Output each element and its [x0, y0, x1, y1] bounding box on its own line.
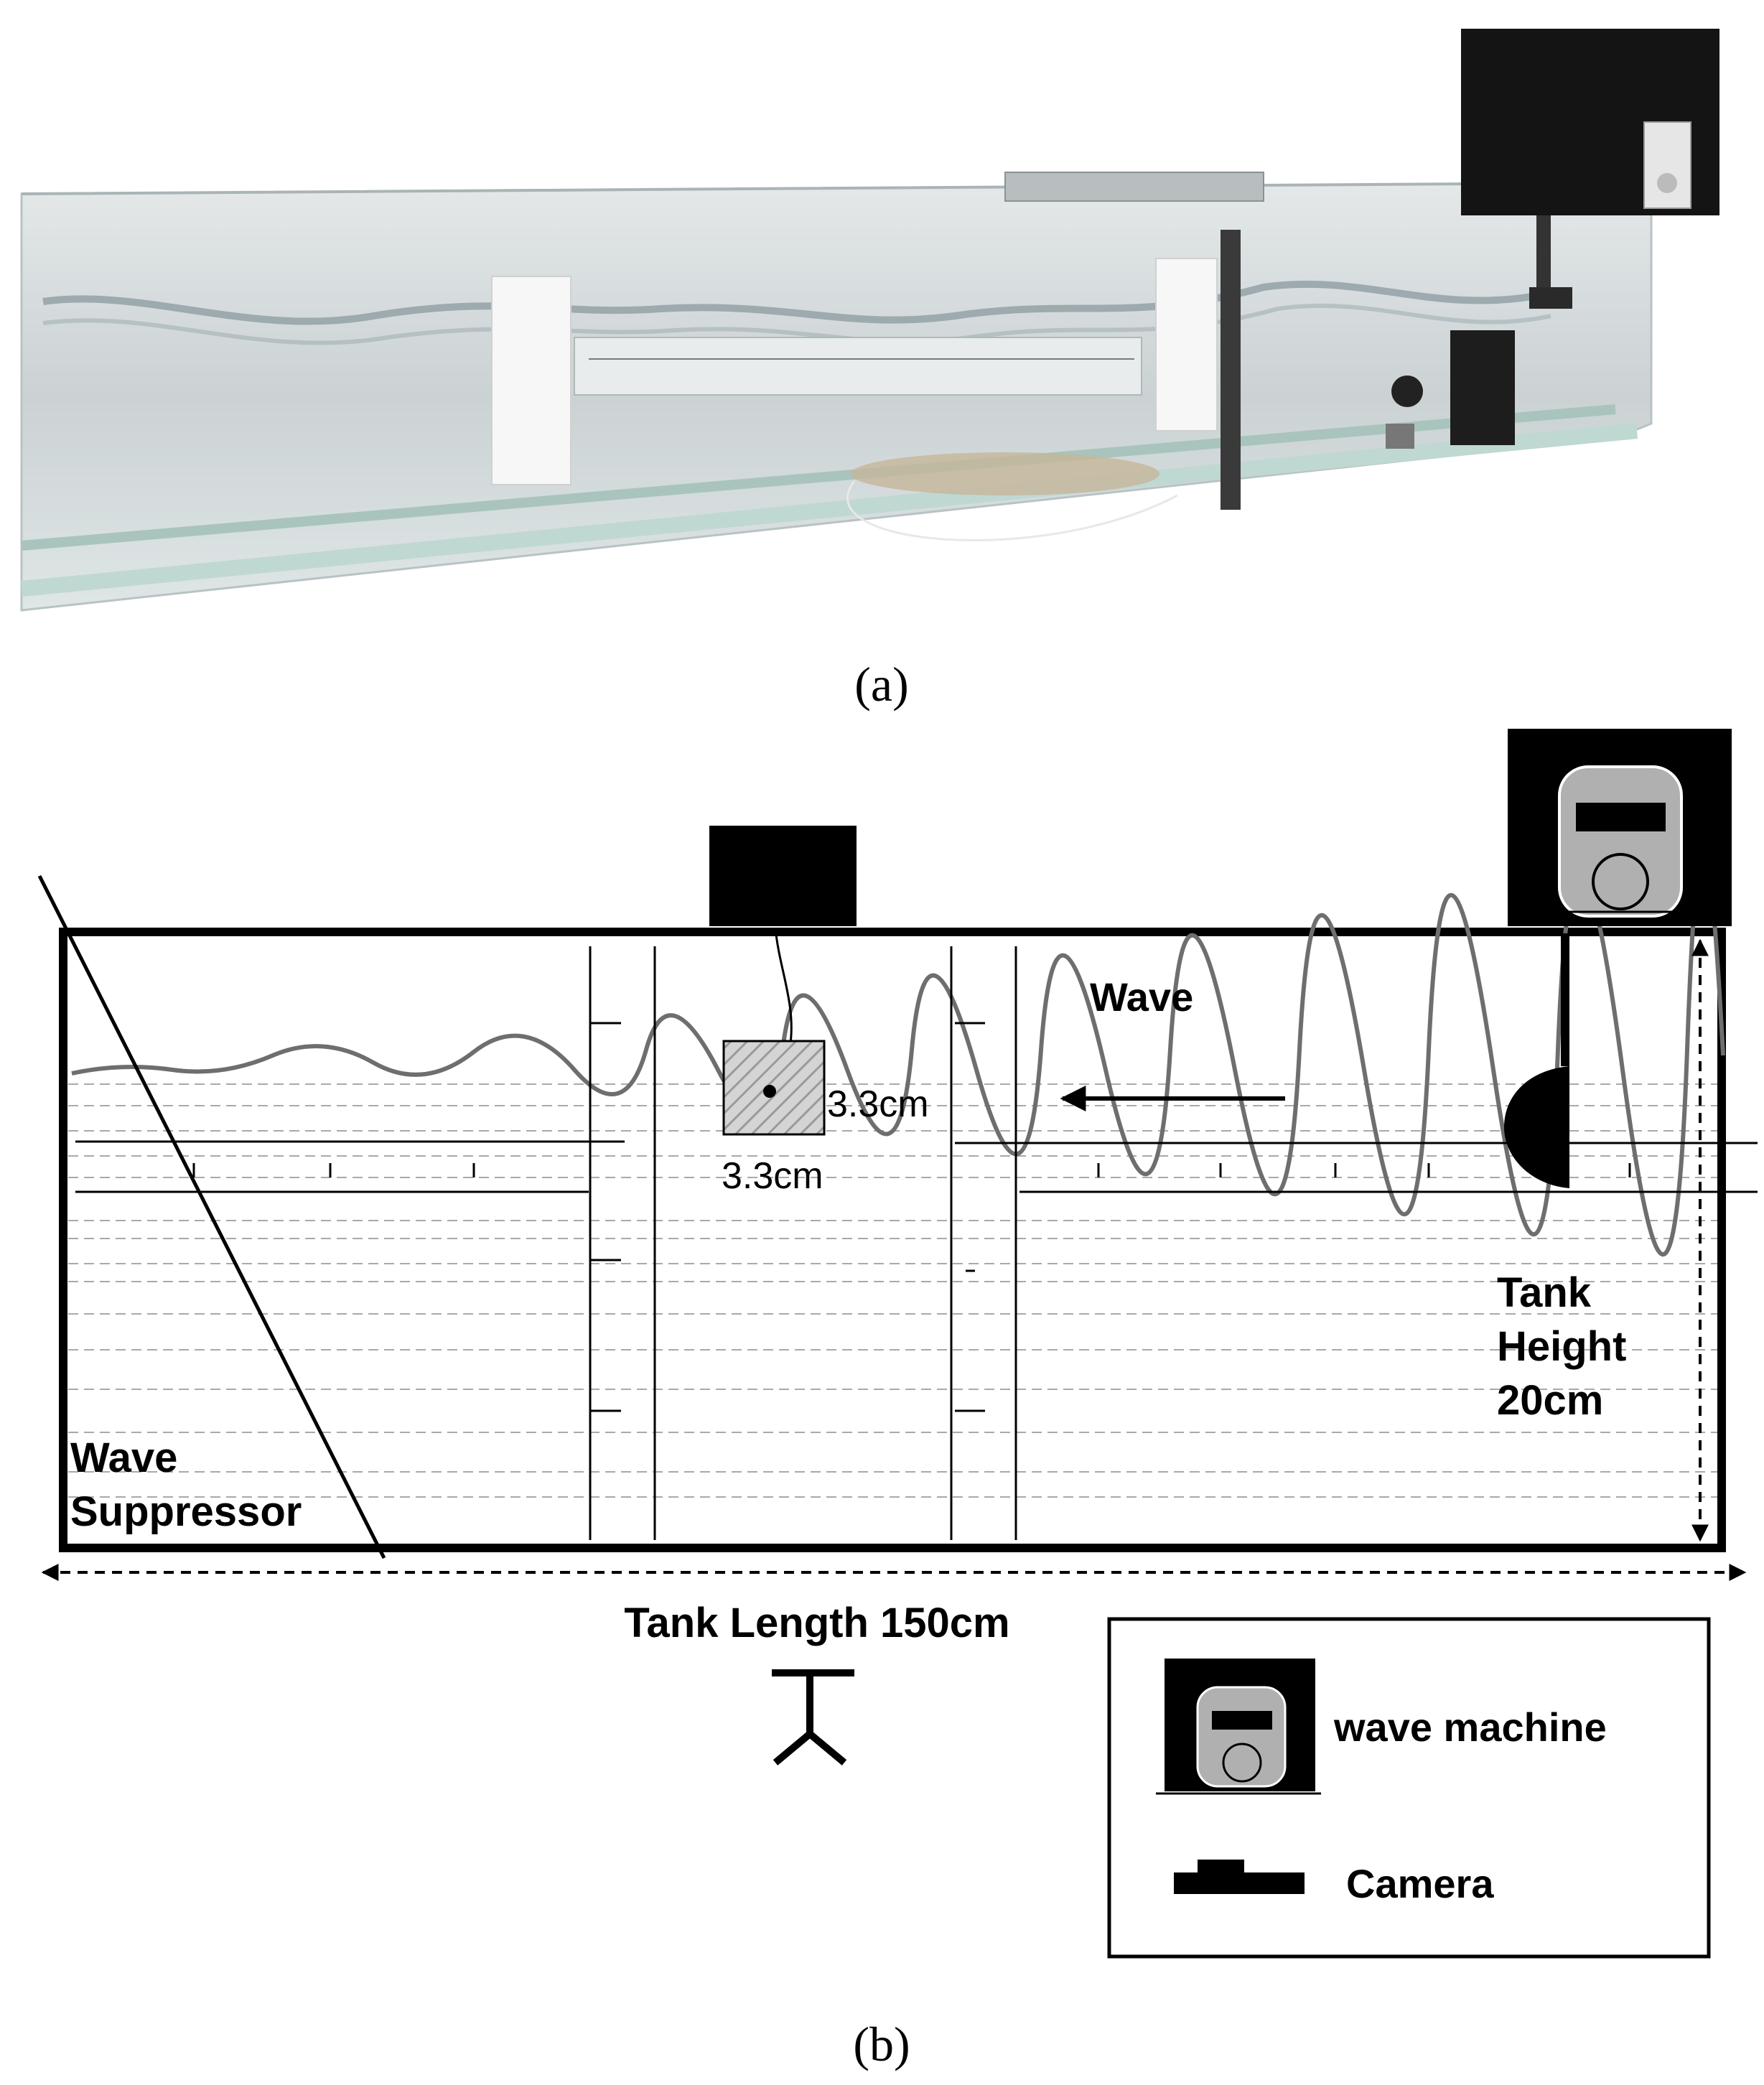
tank-height-label-3: 20cm — [1497, 1377, 1603, 1424]
vertical-ruler — [1221, 230, 1241, 510]
white-marker-right — [1155, 258, 1218, 432]
wave-suppressor-label-2: Suppressor — [70, 1488, 302, 1535]
caption-a: (a) — [854, 657, 908, 712]
tank-length-label: Tank Length 150cm — [624, 1600, 1009, 1646]
tripod-icon — [772, 1669, 854, 1766]
wave-label: Wave — [1090, 974, 1193, 1020]
wave-paddle — [1504, 1066, 1569, 1188]
float-width-label: 3.3cm — [722, 1155, 823, 1197]
legend-camera-icon — [1174, 1860, 1305, 1894]
wave-surface — [71, 849, 1725, 1256]
tank-outline — [59, 928, 1726, 1552]
measurement-posts — [589, 946, 1017, 1540]
legend-camera-label: Camera — [1346, 1861, 1494, 1906]
water-layer-lines — [68, 1083, 1723, 1498]
sand-dish — [851, 452, 1159, 495]
wave-machine-icon — [1508, 729, 1732, 926]
legend — [1107, 1617, 1711, 1959]
tank-height-label-2: Height — [1497, 1323, 1626, 1370]
tank-height-label-1: Tank — [1497, 1269, 1592, 1316]
legend-wave-machine-icon — [1156, 1659, 1321, 1795]
rails — [75, 1140, 1758, 1193]
wave-suppressor-slope — [37, 874, 386, 1559]
camera-photo — [1450, 330, 1515, 445]
panel-a-photo — [20, 29, 1719, 612]
legend-wave-machine-label: wave machine — [1333, 1704, 1607, 1750]
white-marker-left — [491, 276, 571, 485]
wave-suppressor-label-1: Wave — [70, 1435, 177, 1481]
float-height-label: 3.3cm — [827, 1083, 929, 1125]
horizontal-ruler — [574, 337, 1142, 396]
camera-box — [709, 826, 857, 926]
caption-b: (b) — [853, 2017, 910, 2071]
panel-b-diagram — [37, 729, 1758, 1959]
aluminum-bar — [1004, 172, 1264, 202]
